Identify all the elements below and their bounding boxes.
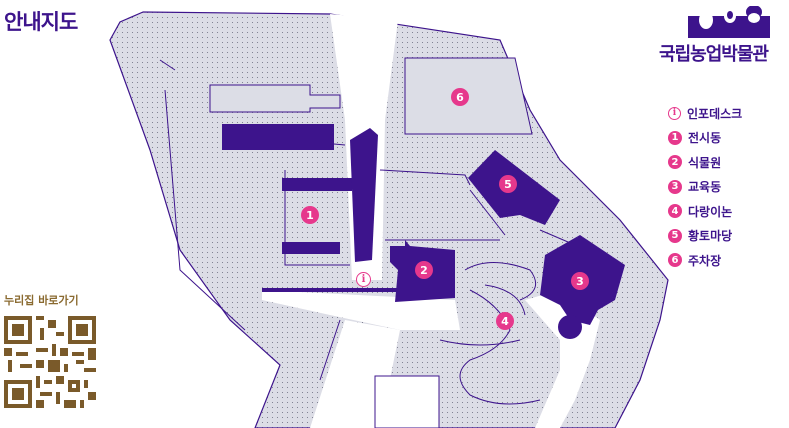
legend-item-plant-garden[interactable]: 2 식물원 — [668, 153, 742, 171]
plaza-bar — [262, 288, 397, 292]
number-badge-icon: 2 — [668, 155, 682, 169]
page-title: 안내지도 — [4, 10, 78, 34]
legend-label: 인포데스크 — [687, 106, 743, 121]
number-badge-icon: 6 — [668, 253, 682, 267]
number-badge-icon: 5 — [668, 228, 682, 243]
qr-code-icon[interactable] — [4, 316, 96, 408]
marker-education-building[interactable]: 3 — [571, 272, 589, 290]
legend-item-info-desk[interactable]: i 인포데스크 — [668, 104, 742, 122]
legend-label: 주차장 — [688, 253, 722, 268]
legend-label: 황토마당 — [688, 229, 733, 243]
logo-mark-icon — [688, 5, 770, 38]
info-icon: i — [668, 106, 681, 120]
museum-logo: 국립농업박물관 — [646, 5, 781, 68]
legend-item-terraced-paddy[interactable]: 4 다랑이논 — [668, 202, 742, 220]
legend-item-exhibition-hall[interactable]: 1 전시동 — [668, 129, 742, 147]
legend-item-hwangto-yard[interactable]: 5 황토마당 — [668, 227, 742, 245]
marker-terraced-paddy[interactable]: 4 — [496, 312, 514, 330]
map-legend: i 인포데스크 1 전시동 2 식물원 3 교육동 4 다랑이논 5 황토마당 … — [668, 104, 742, 276]
south-entrance — [374, 375, 440, 428]
legend-label: 다랑이논 — [688, 204, 733, 219]
legend-item-parking[interactable]: 6 주차장 — [668, 251, 742, 269]
number-badge-icon: 4 — [668, 204, 682, 218]
legend-label: 전시동 — [688, 131, 722, 145]
number-badge-icon: 1 — [668, 130, 682, 145]
marker-info-desk[interactable]: i — [356, 272, 371, 287]
site-boundary — [109, 11, 669, 428]
marker-exhibition-hall[interactable]: 1 — [301, 206, 319, 224]
legend-item-education-building[interactable]: 3 교육동 — [668, 178, 742, 196]
legend-label: 교육동 — [688, 180, 722, 194]
exhibition-buildings — [209, 84, 378, 262]
museum-name: 국립농업박물관 — [659, 44, 769, 65]
marker-plant-garden[interactable]: 2 — [415, 261, 433, 279]
legend-label: 식물원 — [688, 155, 722, 170]
number-badge-icon: 3 — [668, 179, 682, 194]
marker-hwangto-yard[interactable]: 5 — [499, 175, 517, 193]
marker-parking[interactable]: 6 — [451, 88, 469, 106]
qr-label: 누리집 바로가기 — [4, 294, 79, 307]
